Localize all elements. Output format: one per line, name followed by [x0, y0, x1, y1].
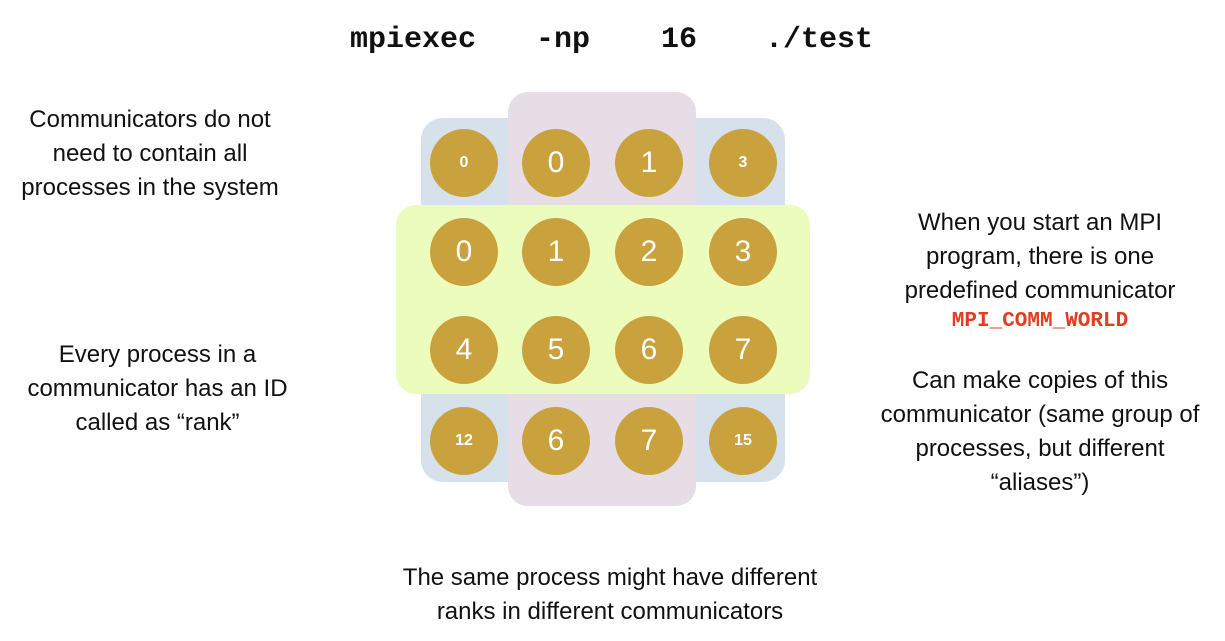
command-executable: ./test — [765, 23, 874, 57]
process-node: 0 — [522, 129, 590, 197]
note-communicator-copies: Can make copies of this communicator (sa… — [880, 367, 1200, 496]
mpi-comm-world-code: MPI_COMM_WORLD — [951, 310, 1129, 333]
process-node: 15 — [709, 407, 777, 475]
process-node: 7 — [709, 316, 777, 384]
process-node: 0 — [430, 218, 498, 286]
command-program: mpiexec — [350, 23, 477, 57]
note-rank-id: Every process in a communicator has an I… — [27, 341, 288, 436]
command-flag: -np — [536, 23, 591, 57]
process-node: 12 — [430, 407, 498, 475]
note-predefined-communicator: When you start an MPI program, there is … — [860, 172, 1220, 370]
process-node: 4 — [430, 316, 498, 384]
process-node: 3 — [709, 218, 777, 286]
process-node: 3 — [709, 129, 777, 197]
process-node: 5 — [522, 316, 590, 384]
process-node: 7 — [615, 407, 683, 475]
process-node: 2 — [615, 218, 683, 286]
note-different-ranks: The same process might have different ra… — [402, 564, 818, 625]
note-predefined-text: When you start an MPI program, there is … — [904, 209, 1176, 304]
process-node: 0 — [430, 129, 498, 197]
process-node: 6 — [522, 407, 590, 475]
process-node: 6 — [615, 316, 683, 384]
command-count: 16 — [661, 23, 698, 57]
process-node: 1 — [522, 218, 590, 286]
process-node: 1 — [615, 129, 683, 197]
note-communicator-subset: Communicators do not need to contain all… — [21, 106, 279, 201]
